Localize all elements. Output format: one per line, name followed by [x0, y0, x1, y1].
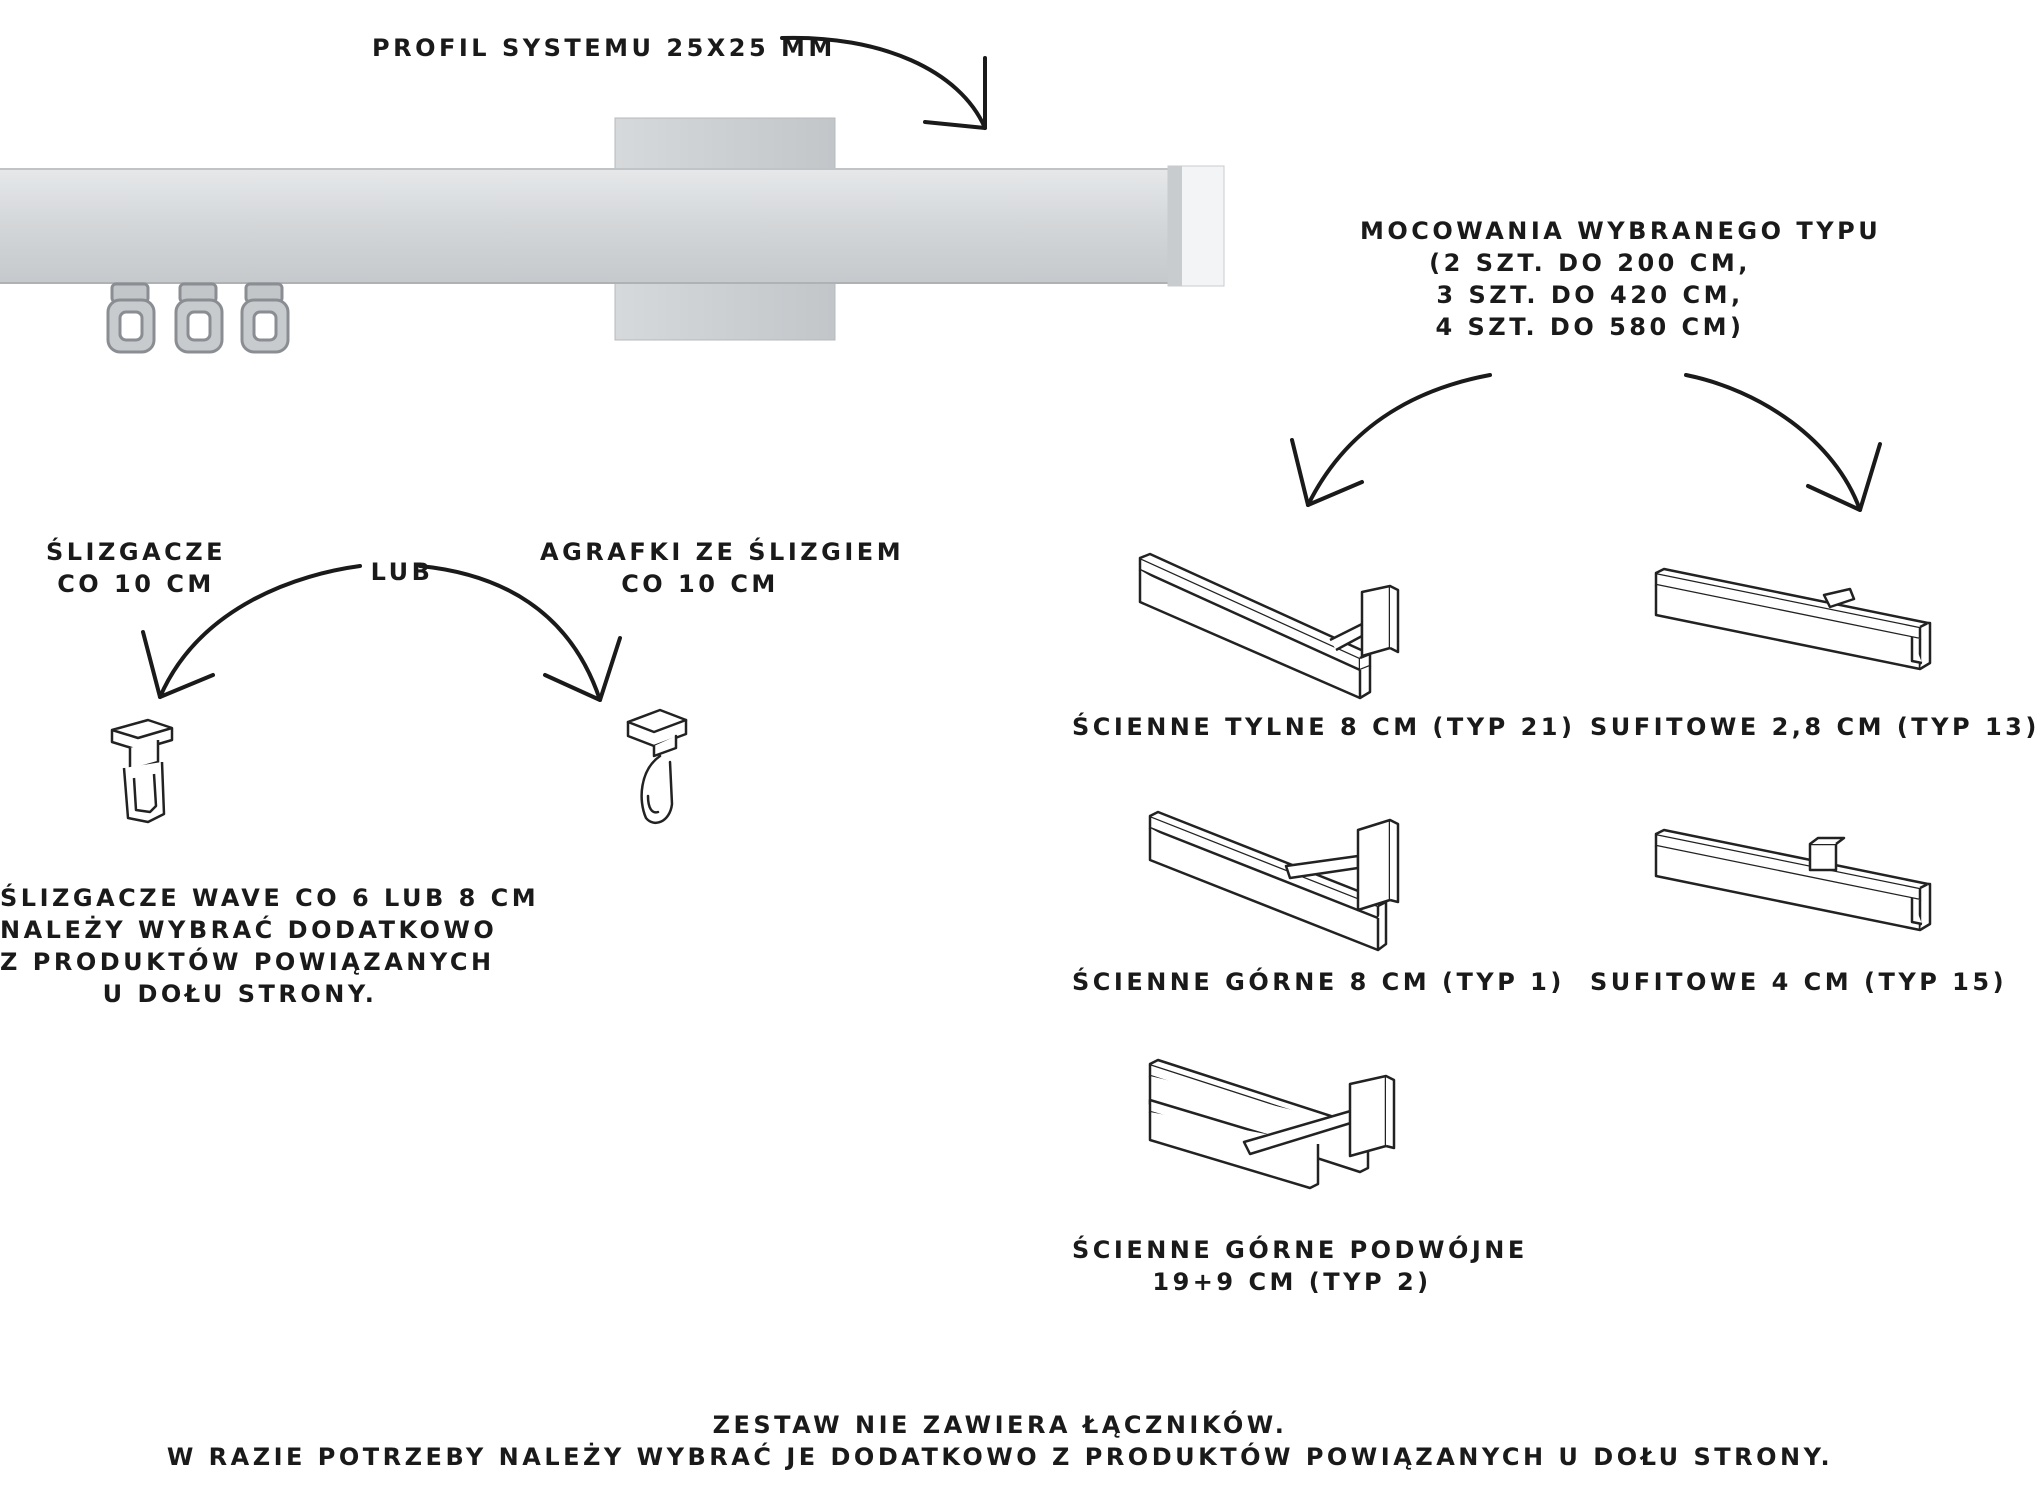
bracket-type2-icon	[1148, 1058, 1396, 1190]
wave-note-line: ŚLIZGACZE WAVE CO 6 LUB 8 CM	[0, 884, 540, 912]
wave-note-line: NALEŻY WYBRAĆ DODATKOWO	[0, 916, 498, 944]
bracket-label-line: SUFITOWE 2,8 CM (TYP 13)	[1590, 713, 2040, 741]
arrow-mounting-left-icon	[1290, 373, 1492, 507]
bracket-label-line: 19+9 CM (TYP 2)	[1152, 1268, 1432, 1296]
bracket-label-line: SUFITOWE 4 CM (TYP 15)	[1590, 968, 2008, 996]
footer-note: ZESTAW NIE ZAWIERA ŁĄCZNIKÓW. W RAZIE PO…	[0, 1409, 2000, 1473]
bracket-label-type21: ŚCIENNE TYLNE 8 CM (TYP 21)	[1072, 711, 1576, 743]
rail-body	[0, 168, 1170, 284]
bracket-type13-icon	[1654, 567, 1932, 671]
glider-option-a-line: ŚLIZGACZE	[45, 538, 227, 566]
mounting-heading-line: 4 SZT. DO 580 CM)	[1435, 313, 1745, 341]
mounting-heading-line: (2 SZT. DO 200 CM,	[1429, 249, 1751, 277]
glider-option-a-label: ŚLIZGACZE CO 10 CM	[36, 536, 236, 600]
bracket-label-type2: ŚCIENNE GÓRNE PODWÓJNE 19+9 CM (TYP 2)	[1072, 1234, 1528, 1298]
arrow-or-right-icon	[418, 564, 622, 702]
footer-line: W RAZIE POTRZEBY NALEŻY WYBRAĆ JE DODATK…	[166, 1443, 1834, 1471]
bracket-label-type15: SUFITOWE 4 CM (TYP 15)	[1590, 966, 2008, 998]
glider-option-a-line: CO 10 CM	[57, 570, 215, 598]
bracket-label-type13: SUFITOWE 2,8 CM (TYP 13)	[1590, 711, 2040, 743]
glider-hook-icon	[626, 708, 688, 824]
mounting-heading: MOCOWANIA WYBRANEGO TYPU (2 SZT. DO 200 …	[1360, 215, 1882, 343]
arrow-profile-icon	[780, 35, 987, 130]
mounting-heading-line: 3 SZT. DO 420 CM,	[1436, 281, 1744, 309]
glider-clip-icon	[110, 718, 174, 824]
profile-label: PROFIL SYSTEMU 25X25 MM	[372, 34, 836, 62]
profile-rail-illustration	[0, 117, 1225, 354]
bracket-label-line: ŚCIENNE GÓRNE 8 CM (TYP 1)	[1072, 968, 1565, 996]
glider-option-b-line: CO 10 CM	[621, 570, 779, 598]
or-label: LUB	[370, 558, 434, 586]
wave-note: ŚLIZGACZE WAVE CO 6 LUB 8 CM NALEŻY WYBR…	[0, 882, 540, 1010]
arrow-or-left-icon	[141, 564, 362, 699]
bracket-type1-icon	[1148, 810, 1400, 952]
wave-note-line: U DOŁU STRONY.	[102, 980, 378, 1008]
mounting-heading-line: MOCOWANIA WYBRANEGO TYPU	[1360, 217, 1882, 245]
arrow-mounting-right-icon	[1684, 373, 1882, 512]
bracket-label-line: ŚCIENNE GÓRNE PODWÓJNE	[1072, 1236, 1528, 1264]
rail-glider-hooks	[106, 282, 290, 354]
footer-line: ZESTAW NIE ZAWIERA ŁĄCZNIKÓW.	[712, 1411, 1288, 1439]
glider-option-b-label: AGRAFKI ZE ŚLIZGIEM CO 10 CM	[540, 536, 905, 600]
bracket-label-line: ŚCIENNE TYLNE 8 CM (TYP 21)	[1072, 713, 1576, 741]
glider-option-b-line: AGRAFKI ZE ŚLIZGIEM	[540, 538, 905, 566]
bracket-type15-icon	[1654, 828, 1932, 932]
bracket-type21-icon	[1138, 552, 1400, 700]
bracket-label-type1: ŚCIENNE GÓRNE 8 CM (TYP 1)	[1072, 966, 1565, 998]
wave-note-line: Z PRODUKTÓW POWIĄZANYCH	[0, 948, 495, 976]
